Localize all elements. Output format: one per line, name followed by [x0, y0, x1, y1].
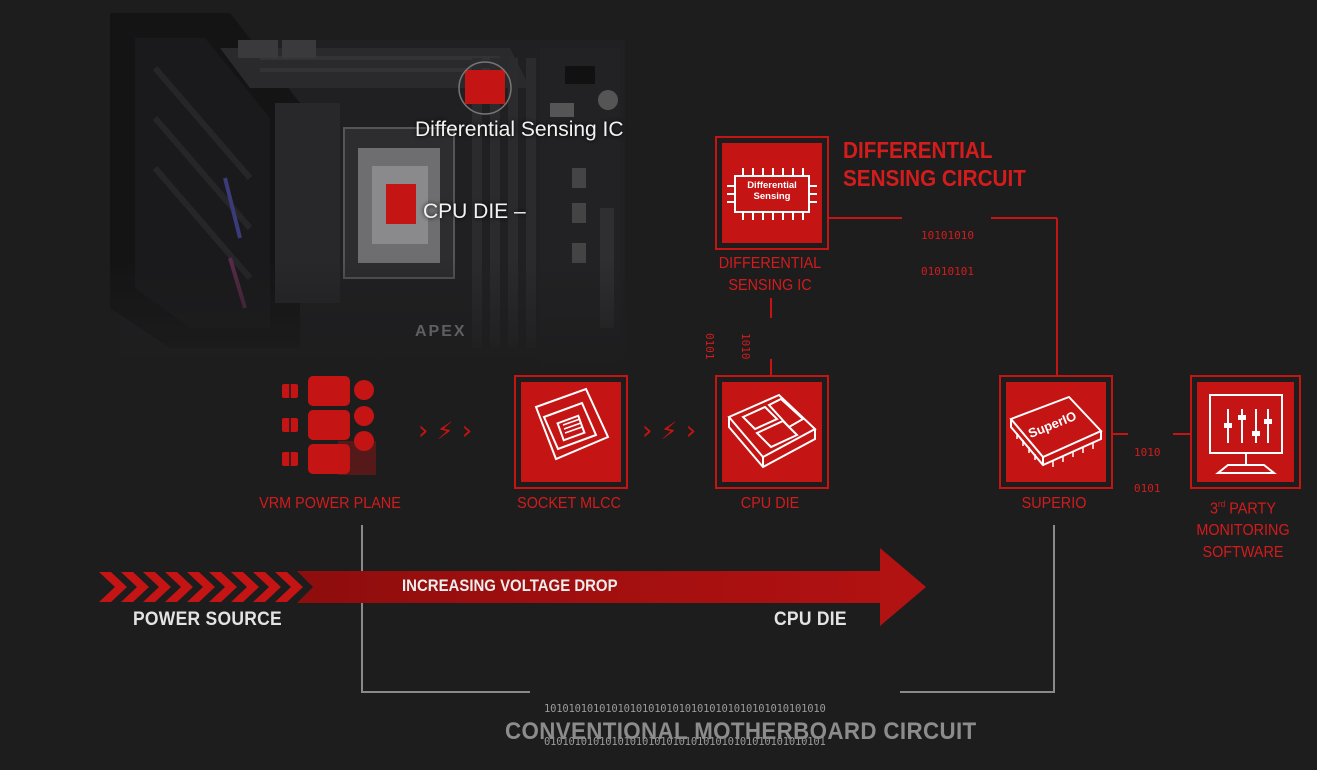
conventional-circuit-title: CONVENTIONAL MOTHERBOARD CIRCUIT	[505, 718, 977, 745]
vrm-label: VRM POWER PLANE	[259, 495, 401, 512]
chevron-right-icon: ›	[461, 416, 473, 446]
differential-sensing-ic-label: DIFFERENTIAL SENSING IC	[707, 253, 833, 297]
vrm-icon	[282, 376, 376, 475]
lightning-icon: ⚡	[436, 417, 454, 445]
chip-text-line2: Sensing	[753, 191, 791, 202]
chevron-right-icon: ›	[685, 416, 697, 446]
cpu-die-end-label: CPU DIE	[774, 609, 847, 630]
dsic-binary-top-line1: 10101010	[921, 229, 974, 242]
dsic-label-line1: DIFFERENTIAL	[718, 255, 822, 272]
cpu-die-box	[715, 375, 829, 489]
chevron-right-icon: ›	[642, 416, 653, 446]
board-cpu-label-text: CPU DIE	[423, 200, 509, 223]
software-label-sup: rd	[1218, 499, 1226, 509]
power-flow-arrow-1: › ⚡ ›	[418, 416, 472, 446]
software-label-line1: 3rd PARTY	[1176, 493, 1311, 520]
socket-mlcc-label: SOCKET MLCC	[517, 495, 621, 512]
superio-binary-line2: 0101	[1134, 482, 1161, 495]
motherboard-image: APEX	[110, 8, 630, 373]
software-label-num: 3	[1210, 500, 1219, 518]
conventional-binary: 1010101010101010101010101010101010101010…	[544, 682, 826, 759]
monitoring-software-label: 3rd PARTY MONITORING SOFTWARE	[1176, 493, 1311, 564]
monitoring-software-box	[1190, 375, 1301, 489]
conventional-binary-line2: 0101010101010101010101010101010101010101…	[544, 736, 826, 748]
cpu-die-icon	[727, 393, 817, 469]
monitor-icon	[1209, 394, 1283, 474]
conventional-binary-line1: 1010101010101010101010101010101010101010…	[544, 703, 826, 715]
superio-binary: 1010 0101	[1134, 423, 1161, 507]
cpu-die-label: CPU DIE	[740, 495, 800, 512]
software-label-line2: MONITORING	[1196, 522, 1290, 540]
superio-box: SuperIO	[999, 375, 1113, 489]
superio-chip-icon	[1009, 395, 1103, 467]
dsic-label-line2: SENSING IC	[728, 277, 812, 294]
superio-binary-line1: 1010	[1134, 446, 1161, 459]
software-label-rest: PARTY	[1225, 500, 1276, 518]
power-flow-arrow-2: › ⚡ ›	[642, 416, 696, 446]
chip-text: Differential Sensing	[735, 180, 809, 202]
conventional-line-right	[900, 525, 1055, 693]
dsic-binary-top-line2: 01010101	[921, 265, 974, 278]
power-source-label: POWER SOURCE	[133, 609, 282, 630]
dsc-title-line2: SENSING CIRCUIT	[843, 165, 1026, 191]
socket-icon	[534, 387, 610, 461]
socket-mlcc-box	[514, 375, 628, 489]
dsic-binary-top: 10101010 01010101	[921, 206, 974, 290]
board-ic-label: Differential Sensing IC	[415, 118, 624, 141]
dsc-title-line1: DIFFERENTIAL	[843, 137, 993, 163]
differential-sensing-ic-box: Differential Sensing	[715, 136, 829, 250]
board-brand-text: APEX	[415, 323, 467, 340]
superio-label: SUPERIO	[1021, 495, 1087, 512]
software-label-line3: SOFTWARE	[1202, 544, 1284, 562]
lightning-icon: ⚡	[660, 417, 678, 445]
differential-sensing-circuit-title: DIFFERENTIAL SENSING CIRCUIT	[843, 136, 1026, 192]
chip-text-line1: Differential	[747, 180, 797, 191]
voltage-drop-text: INCREASING VOLTAGE DROP	[402, 576, 618, 595]
chevron-right-icon: ›	[418, 416, 429, 446]
chip-icon	[727, 168, 817, 220]
board-cpu-label: CPU DIE –	[423, 200, 526, 223]
